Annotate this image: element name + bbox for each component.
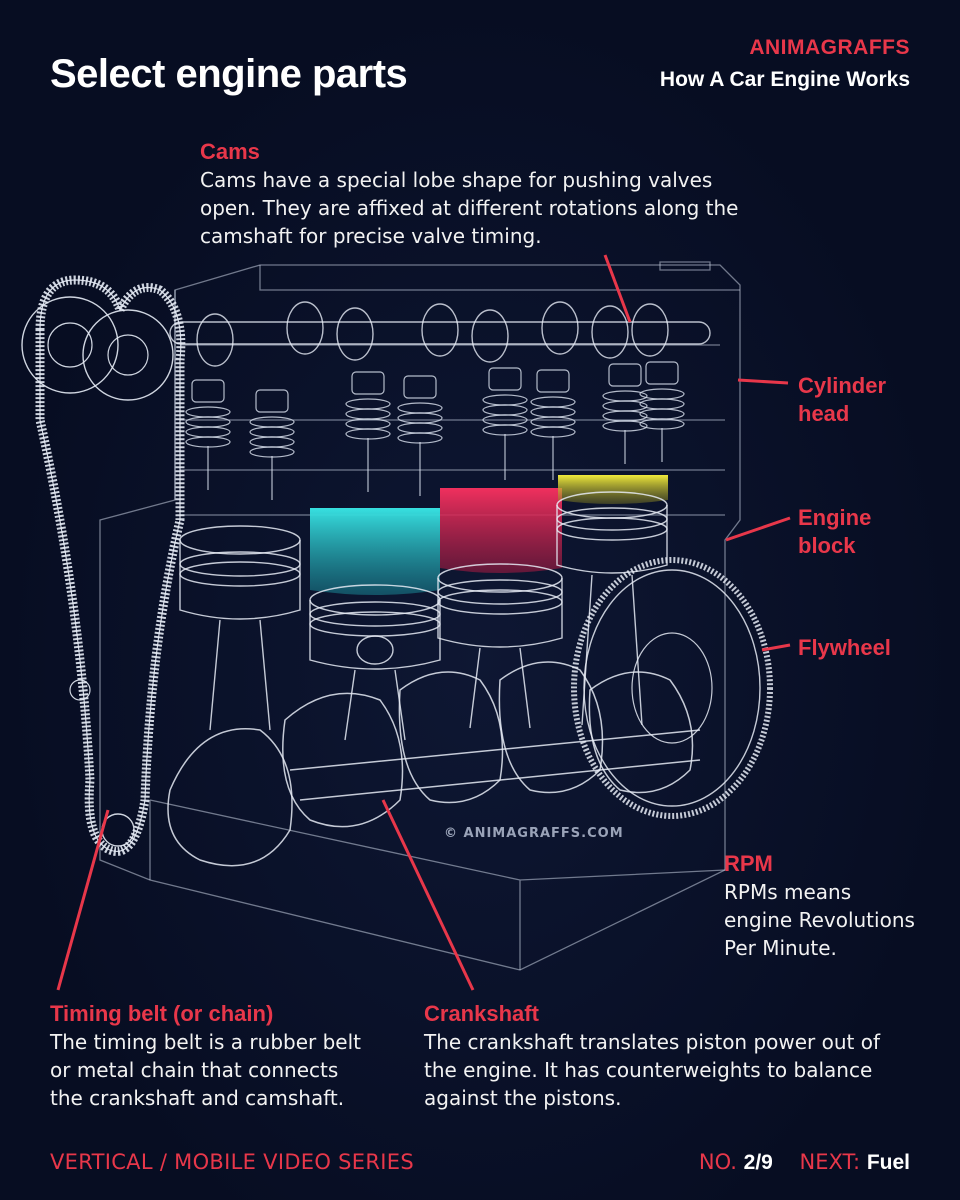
leader-line-flywheel [761, 643, 791, 652]
leader-line-cylinder-head [737, 378, 789, 385]
rpm-label: RPM [724, 851, 773, 876]
rpm-callout: RPM RPMs means engine Revolutions Per Mi… [724, 850, 944, 962]
cylinder-head-label-line2: head [798, 401, 850, 426]
crankshaft-callout: Crankshaft The crankshaft translates pis… [424, 1000, 934, 1112]
cylinder-head-label-line1: Cylinder [798, 373, 887, 398]
cylinder-chamber-cyan [310, 508, 440, 595]
footer-nav: NO. 2/9 NEXT: Fuel [699, 1150, 910, 1175]
timing-belt-label: Timing belt (or chain) [50, 1001, 274, 1026]
series-title: How A Car Engine Works [659, 68, 910, 91]
next-prefix: NEXT: [799, 1150, 861, 1174]
engine-block-label-line2: block [798, 533, 856, 558]
timing-belt-line1: The timing belt is a rubber belt [50, 1030, 361, 1054]
crankshaft-line2: the engine. It has counterweights to bal… [424, 1058, 873, 1082]
leader-line-cams [603, 254, 632, 323]
cams-description: Cams have a special lobe shape for pushi… [200, 168, 739, 248]
engine-block-label-line1: Engine [798, 505, 872, 530]
crankshaft-label: Crankshaft [424, 1001, 539, 1026]
watermark: © ANIMAGRAFFS.COM [444, 826, 624, 841]
footer-series: VERTICAL / MOBILE VIDEO SERIES [50, 1150, 414, 1174]
flywheel-shape [571, 557, 773, 819]
cams-label: Cams [200, 139, 260, 164]
timing-belt-shape [21, 275, 186, 856]
crankshaft-line3: against the pistons. [424, 1086, 622, 1110]
timing-belt-line3: the crankshaft and camshaft. [50, 1086, 345, 1110]
timing-belt-line2: or metal chain that connects [50, 1058, 339, 1082]
leader-line-timing-belt [56, 809, 110, 991]
cylinder-chamber-yellow [558, 475, 668, 504]
leader-line-crankshaft [381, 799, 475, 991]
pistons-shape [179, 491, 668, 741]
engine-block-shape [99, 261, 741, 971]
cylinder-head-label: Cylinder head [798, 372, 886, 428]
brand-label: ANIMAGRAFFS [749, 36, 910, 59]
page-title: Select engine parts [50, 52, 408, 96]
engine-block-label: Engine block [798, 504, 871, 560]
next-episode-link[interactable]: Fuel [866, 1151, 910, 1174]
episode-number: 2/9 [743, 1151, 773, 1174]
rpm-line3: Per Minute. [724, 936, 837, 960]
leader-lines [56, 254, 791, 991]
camshaft-shape [169, 301, 711, 367]
cylinder-chamber-red [440, 488, 562, 573]
episode-number-prefix: NO. [698, 1150, 737, 1174]
leader-line-engine-block [725, 516, 791, 542]
flywheel-label: Flywheel [798, 635, 891, 660]
rpm-line1: RPMs means [724, 880, 852, 904]
crankshaft-line1: The crankshaft translates piston power o… [424, 1030, 881, 1054]
timing-belt-callout: Timing belt (or chain) The timing belt i… [50, 1000, 410, 1112]
rpm-line2: engine Revolutions [724, 908, 915, 932]
cams-callout: Cams Cams have a special lobe shape for … [200, 138, 760, 250]
valve-springs-shape [185, 361, 685, 500]
